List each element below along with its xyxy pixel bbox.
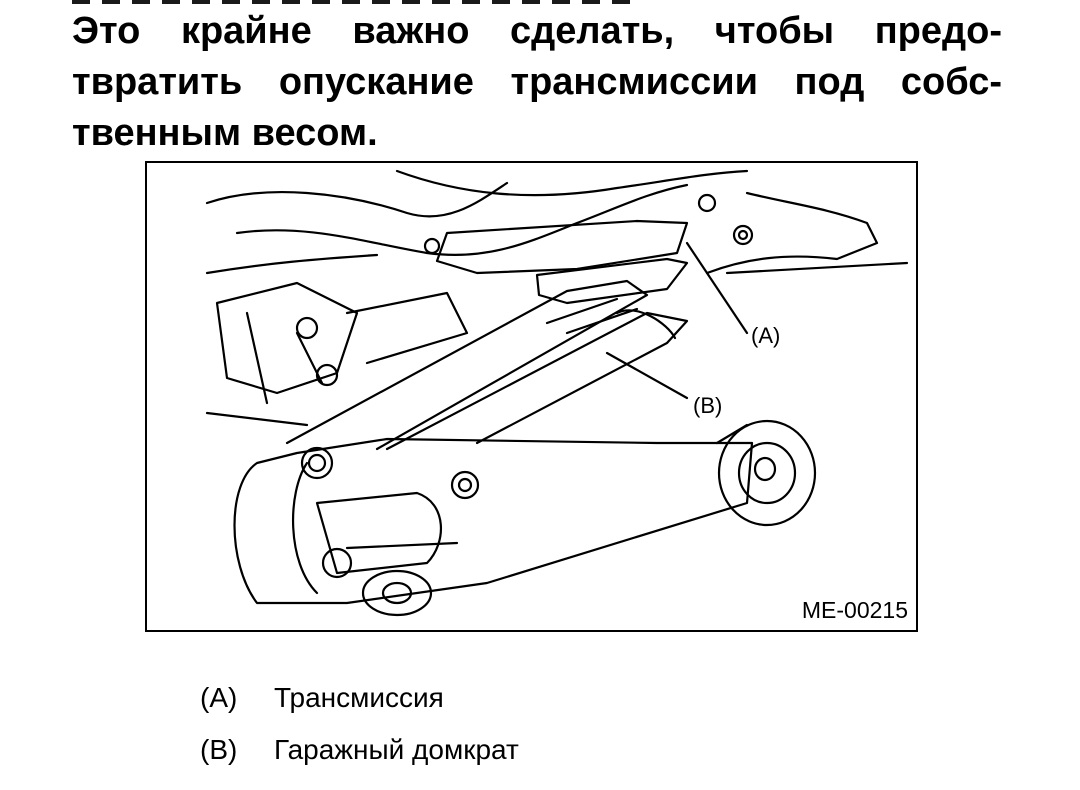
bushing	[315, 363, 339, 387]
caster-bolt	[321, 547, 353, 579]
bolt	[450, 470, 480, 500]
warning-line-1: Это крайне важно сделать, чтобы предо-	[72, 10, 1002, 52]
callout-a-leader	[685, 241, 749, 335]
jack-arm-detail	[545, 297, 639, 335]
bolt	[697, 193, 717, 213]
linkage	[345, 291, 469, 365]
jack-lift-arm	[385, 311, 689, 451]
jack-lift-arm	[285, 279, 649, 451]
underbody-line	[705, 191, 879, 275]
legend-key: (A)	[200, 682, 238, 713]
warning-line-2: твратить опускание трансмиссии под собс-	[72, 61, 1002, 103]
caster-wheel	[361, 569, 433, 617]
legend-text: Трансмиссия	[274, 682, 444, 713]
bolt	[307, 453, 327, 473]
cropped-previous-line	[72, 0, 632, 4]
bolt	[457, 477, 473, 493]
caster-hub	[381, 581, 413, 605]
caster-housing	[315, 491, 442, 575]
legend-item: (A) Трансмиссия	[200, 672, 519, 724]
bolt	[732, 224, 754, 246]
legend-key: (B)	[200, 734, 238, 765]
jack-body-curve	[291, 461, 319, 595]
underbody-line	[395, 169, 749, 197]
legend-text: Гаражный домкрат	[274, 734, 519, 765]
underbody-line	[235, 183, 689, 257]
jack-illustration	[205, 169, 909, 617]
bolt	[423, 237, 441, 255]
figure-code: ME-00215	[801, 597, 908, 623]
frame-line	[205, 411, 309, 427]
rear-wheel-hub	[753, 456, 777, 482]
underbody-line	[205, 181, 509, 218]
warning-line-3: твенным весом.	[72, 112, 378, 154]
figure-legend: (A) Трансмиссия (B) Гаражный домкрат	[200, 672, 519, 776]
underbody-line	[205, 253, 379, 275]
legend-item: (B) Гаражный домкрат	[200, 724, 519, 776]
caster-axle	[345, 541, 459, 550]
transmission-pan	[435, 219, 689, 275]
callout-b-leader	[605, 351, 689, 400]
rear-wheel	[717, 419, 817, 527]
callout-b-label: (B)	[691, 393, 725, 419]
bolt	[737, 229, 749, 241]
rear-wheel-rim	[737, 441, 797, 505]
callout-a-label: (A)	[749, 323, 783, 349]
linkage	[295, 331, 324, 385]
bolt	[300, 446, 334, 480]
bushing	[295, 316, 319, 340]
jack-under-transmission-figure: (A) (B) ME-00215	[145, 161, 918, 632]
jack-arm-pivot	[615, 309, 677, 340]
warning-text: Это крайне важно сделать, чтобы предо- т…	[72, 6, 1002, 159]
jack-saddle	[535, 257, 689, 305]
jack-body	[233, 437, 754, 605]
underbody-line	[725, 261, 909, 275]
linkage	[245, 311, 269, 405]
rear-axle	[715, 423, 749, 445]
